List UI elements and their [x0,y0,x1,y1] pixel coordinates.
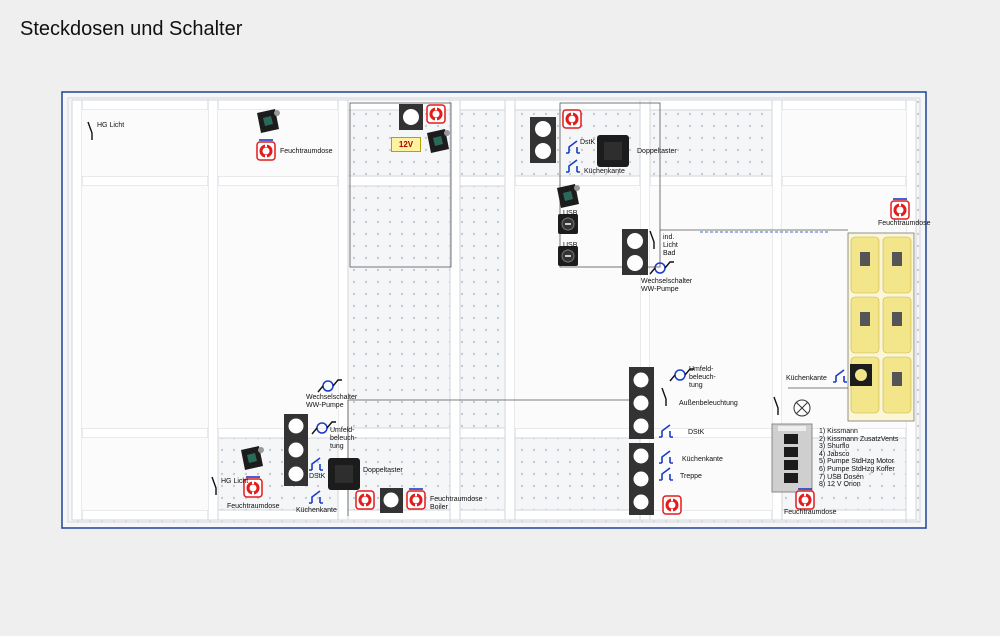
label-umfeld-right: Umfeld- beleuch- tung [689,366,716,389]
label-kuechenkante-left: Küchenkante [296,507,337,514]
legend-item: 7) USB Dosen [819,473,864,481]
label-usb-2: USB [563,242,578,249]
legend-item: 8) 12 V Orion [819,481,861,489]
label-kuechenkante-far: Küchenkante [786,375,827,382]
label-doppeltaster-left: Doppeltaster [363,467,403,474]
lamp-icon [793,399,811,417]
doppeltaster-left [328,458,360,490]
switch-panel-legend: 1) Kissmann 2) Kissmann ZusatzVents 3) S… [819,428,898,489]
legend-item: 3) Shurflo [819,443,850,451]
legend-item: 5) Pumpe StdHzg Motor [819,458,895,466]
frame-3-left [284,414,308,486]
frame-1-top [399,104,423,130]
label-feucht-bottom-right: Feuchtraumdose [784,509,837,516]
label-umfeld-left: Umfeld- beleuch- tung [330,427,357,450]
doppeltaster-top [597,135,629,167]
frame-3-right [629,367,654,439]
label-feucht-boiler: Feuchtraumdose Boiler [430,496,483,511]
label-ind-licht-bad: ind. Licht Bad [663,234,678,257]
label-hg-licht-bottom: HG Licht [221,478,249,485]
label-doppeltaster-top: Doppeltaster [637,148,677,155]
label-kuechenkante-right: Küchenkante [682,456,723,463]
label-treppe: Treppe [680,473,702,480]
12v-label: 12V [391,137,421,152]
legend-item: 1) Kissmann [819,428,858,435]
label-feucht-top: Feuchtraumdose [280,148,333,155]
frame-2-top [530,117,556,163]
legend-item: 4) Jabsco [819,450,850,458]
frame-1-boiler [380,488,403,513]
label-kuechenkante-top: Küchenkante [584,168,625,175]
label-feucht-bottom-left: Feuchtraumdose [227,503,280,510]
label-dstk-top: DstK [580,139,596,146]
label-hg-licht-top: HG Licht [97,122,125,129]
page-title: Steckdosen und Schalter [20,18,243,40]
label-wechsel-ww-left: Wechselschalter WW-Pumpe [306,394,358,409]
label-wechsel-ww-right: Wechselschalter WW-Pumpe [641,278,693,293]
label-aussen: Außenbeleuchtung [679,400,738,407]
frame-3-right-lower [629,443,654,515]
label-dstk-right: DStK [688,429,705,436]
legend-item: 6) Pumpe StdHzg Koffer [819,465,895,473]
label-dstk-left: DStK [309,473,326,480]
label-usb-1: USB [563,210,578,217]
legend-item: 2) Kissmann ZusatzVents [819,435,899,443]
frame-2-bad [622,229,648,275]
label-feucht-right: Feuchtraumdose [878,220,931,227]
